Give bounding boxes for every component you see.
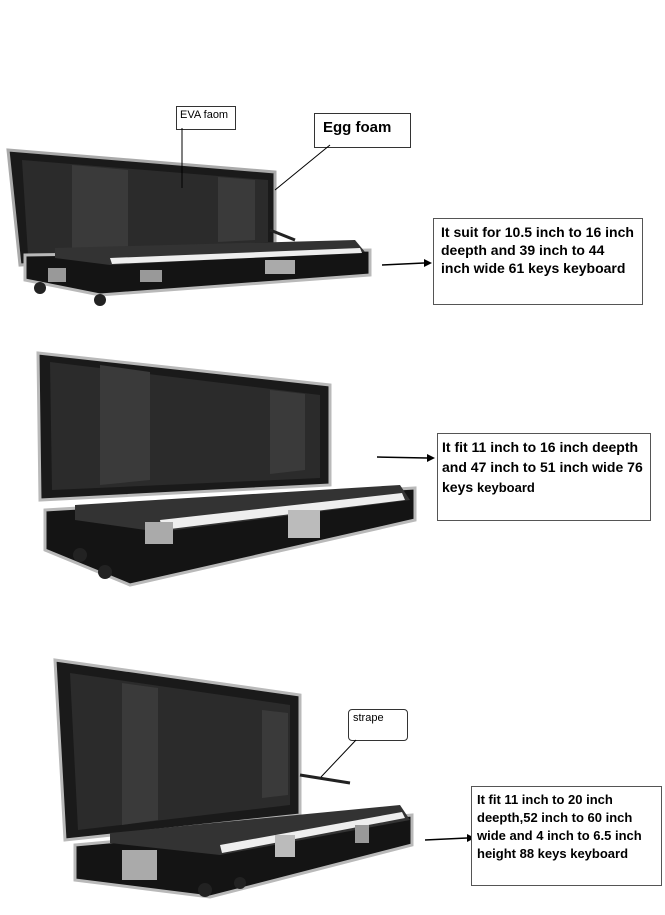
egg-foam-label: Egg foam bbox=[323, 119, 392, 136]
latch-right bbox=[140, 270, 162, 282]
case-76-description: It fit 11 inch to 16 inch deepth and 47 … bbox=[437, 433, 651, 521]
arrow-right-icon bbox=[377, 454, 435, 462]
keyboard-88 bbox=[110, 805, 410, 855]
strape-callout: strape bbox=[348, 709, 408, 741]
latch-right bbox=[355, 825, 369, 843]
keyboard-keys bbox=[110, 248, 362, 264]
case-76-description-suffix: keyboard bbox=[477, 480, 535, 495]
case-61-description: It suit for 10.5 inch to 16 inch deepth … bbox=[433, 218, 643, 305]
latch-center bbox=[265, 260, 295, 274]
case-88-description-text: It fit 11 inch to 20 inch deepth,52 inch… bbox=[477, 792, 642, 861]
keyboard-case-61-keys-image bbox=[6, 148, 372, 306]
egg-foam-right bbox=[262, 710, 288, 798]
latch-center bbox=[275, 835, 295, 857]
egg-foam-callout: Egg foam bbox=[314, 113, 411, 148]
keyboard-76 bbox=[75, 485, 410, 532]
keyboard-case-76-keys-image bbox=[36, 351, 417, 587]
keyboard-keys bbox=[220, 812, 405, 853]
egg-foam-pointer bbox=[274, 144, 331, 191]
latch-center bbox=[288, 510, 320, 538]
eva-foam-label: EVA faom bbox=[180, 109, 229, 121]
arrow-right-icon bbox=[425, 834, 475, 842]
arrow-right-icon bbox=[382, 259, 432, 267]
eva-foam-pointer bbox=[181, 128, 183, 188]
egg-foam-left bbox=[72, 165, 128, 252]
latch-left bbox=[145, 522, 173, 544]
latch-left bbox=[122, 850, 157, 880]
case-61-description-text: It suit for 10.5 inch to 16 inch deepth … bbox=[441, 224, 634, 276]
strape-label: strape bbox=[353, 712, 384, 724]
egg-foam-left bbox=[122, 683, 158, 825]
latch-left bbox=[48, 268, 66, 282]
egg-foam-right bbox=[270, 390, 305, 474]
case-76-description-text: It fit 11 inch to 16 inch deepth and 47 … bbox=[442, 439, 643, 495]
keyboard-keys bbox=[160, 493, 405, 530]
case-88-description: It fit 11 inch to 20 inch deepth,52 inch… bbox=[471, 786, 662, 886]
egg-foam-left bbox=[100, 365, 150, 485]
egg-foam-right bbox=[218, 177, 255, 242]
eva-foam-callout: EVA faom bbox=[176, 106, 236, 130]
strape-pointer bbox=[320, 739, 357, 778]
keyboard-case-88-keys-image bbox=[53, 658, 414, 899]
